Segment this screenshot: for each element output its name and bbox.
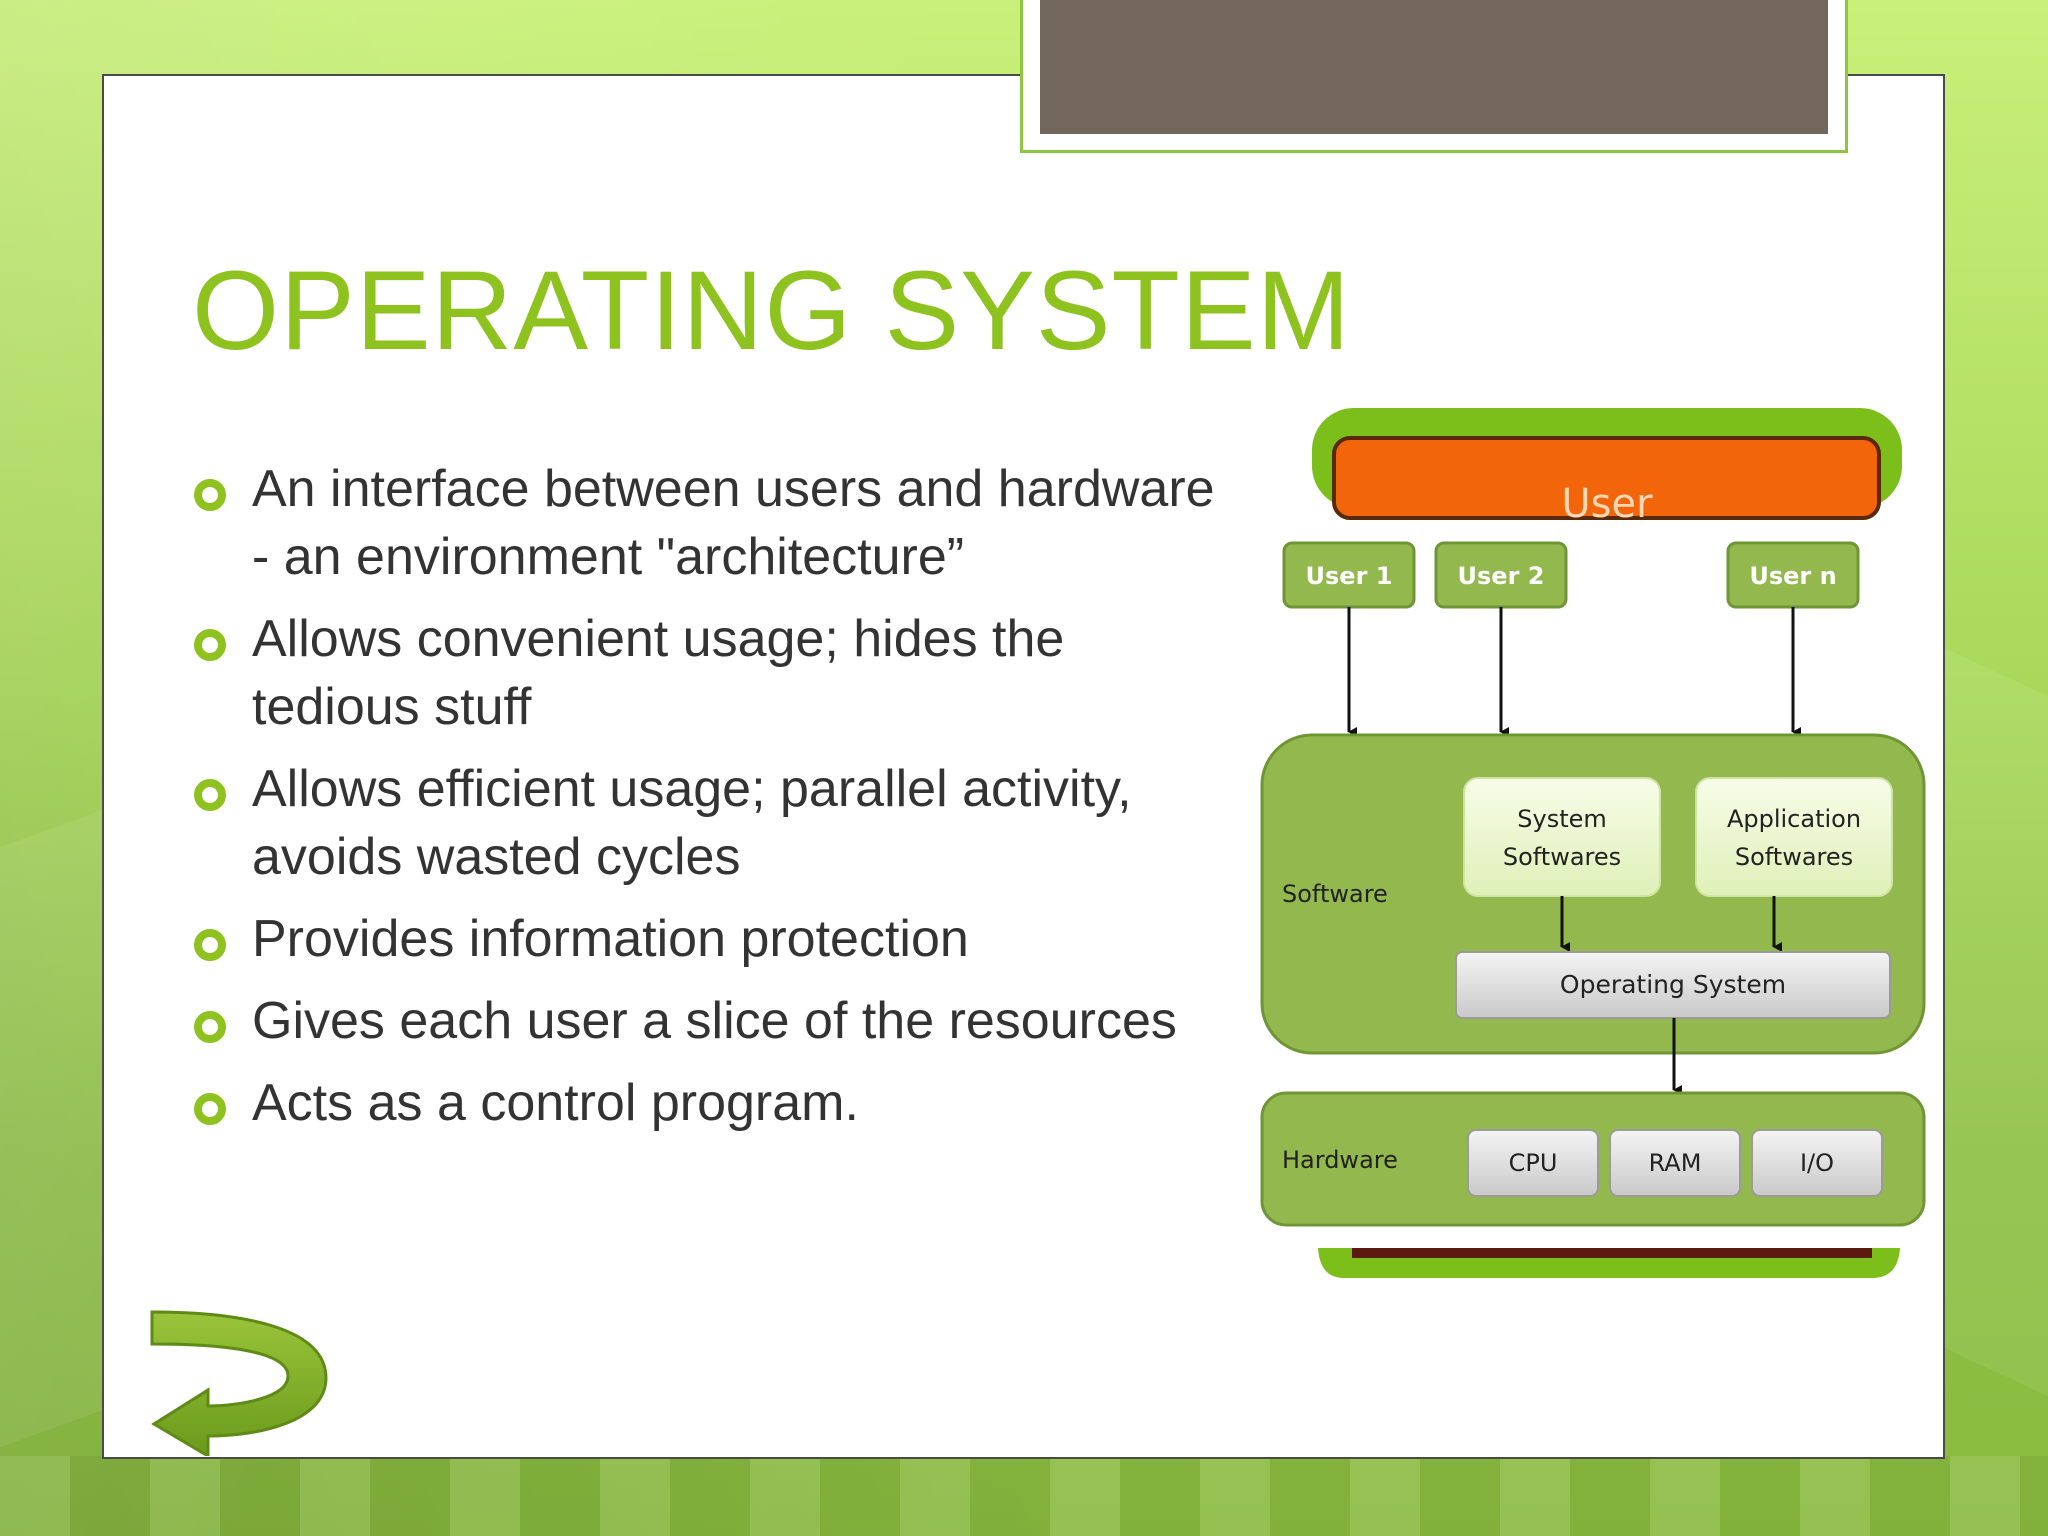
bullet-text: Gives each user a slice of the resources (252, 992, 1177, 1050)
user-1-label: User 1 (1306, 562, 1393, 590)
ring-bullet-icon (194, 1093, 226, 1125)
application-softwares-line-1: Application (1727, 805, 1861, 833)
cpu-box: CPU (1467, 1129, 1599, 1197)
io-box: I/O (1751, 1129, 1883, 1197)
ram-box: RAM (1609, 1129, 1741, 1197)
ring-bullet-icon (194, 629, 226, 661)
bullet-item: An interface between users and hardware … (192, 455, 1232, 591)
bottom-band (1318, 1248, 1900, 1278)
operating-system-box: Operating System (1455, 951, 1891, 1019)
diagram-svg: User User 1 User 2 User n Software Syste… (1260, 408, 1926, 1278)
hardware-layer: Hardware CPU RAM I/O (1260, 1091, 1926, 1227)
cpu-label: CPU (1509, 1149, 1558, 1177)
os-architecture-diagram: User User 1 User 2 User n Software Syste… (1252, 400, 1932, 1290)
user-2-label: User 2 (1458, 562, 1545, 590)
user-header-band: User (1292, 408, 1912, 556)
ring-bullet-icon (194, 1011, 226, 1043)
user-box: User n (1726, 541, 1860, 609)
ring-bullet-icon (194, 479, 226, 511)
application-softwares-line-2: Softwares (1735, 843, 1853, 871)
system-softwares-line-2: Softwares (1503, 843, 1621, 871)
ring-bullet-icon (194, 929, 226, 961)
ring-bullet-icon (194, 779, 226, 811)
software-label: Software (1282, 880, 1388, 908)
user-box: User 1 (1282, 541, 1416, 609)
bullet-text: Allows efficient usage; parallel activit… (252, 760, 1132, 886)
bullet-text: An interface between users and hardware … (252, 460, 1215, 586)
user-box: User 2 (1434, 541, 1568, 609)
software-layer: Software System Softwares Application So… (1260, 733, 1926, 1055)
bullet-list: An interface between users and hardware … (192, 455, 1232, 1151)
bullet-item: Gives each user a slice of the resources (192, 987, 1232, 1055)
top-tab-block (1040, 0, 1828, 134)
bullet-item: Allows convenient usage; hides the tedio… (192, 605, 1232, 741)
hardware-label: Hardware (1282, 1146, 1398, 1174)
user-n-label: User n (1749, 562, 1836, 590)
bullet-item: Allows efficient usage; parallel activit… (192, 755, 1232, 891)
system-softwares-box: System Softwares (1463, 777, 1661, 897)
bullet-text: Provides information protection (252, 910, 969, 968)
user-header-label: User (1561, 481, 1653, 527)
application-softwares-box: Application Softwares (1695, 777, 1893, 897)
ram-label: RAM (1649, 1149, 1702, 1177)
bullet-text: Acts as a control program. (252, 1074, 859, 1132)
bullet-item: Acts as a control program. (192, 1069, 1232, 1137)
bullet-item: Provides information protection (192, 905, 1232, 973)
background-stripes (0, 1456, 2048, 1536)
curved-return-arrow-icon[interactable] (148, 1306, 328, 1456)
bullet-text: Allows convenient usage; hides the tedio… (252, 610, 1065, 736)
operating-system-label: Operating System (1560, 970, 1786, 999)
system-softwares-line-1: System (1517, 805, 1607, 833)
slide-title: OPERATING SYSTEM (192, 248, 1351, 373)
io-label: I/O (1800, 1149, 1834, 1177)
